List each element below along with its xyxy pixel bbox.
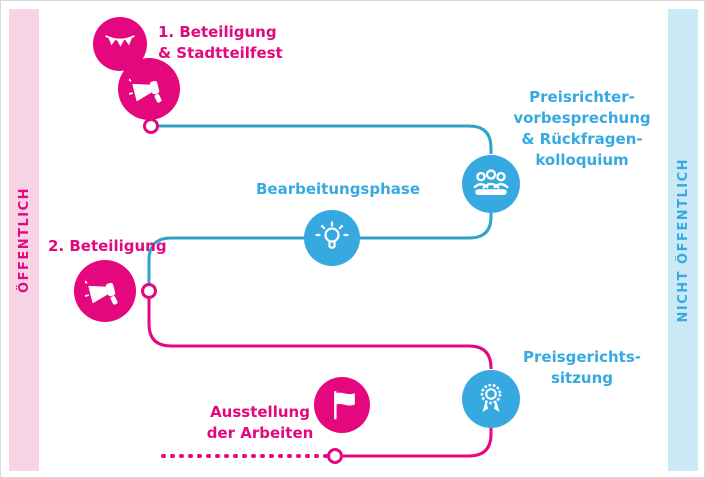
connector-dot-2	[141, 283, 157, 299]
node-ausstellung	[314, 377, 370, 433]
label-preisrichter: Preisrichter- vorbesprechung & Rückfrage…	[513, 88, 651, 169]
connector-dot-1	[143, 118, 159, 134]
connector-dot-3	[327, 448, 343, 464]
node-stadtteilfest	[93, 17, 147, 71]
flow-segment-4	[343, 428, 493, 458]
node-beteiligung-2	[74, 260, 136, 322]
jury-people-icon	[473, 169, 509, 196]
award-medal-icon	[480, 383, 502, 412]
non-public-band: NICHT ÖFFENTLICH	[668, 9, 698, 471]
node-bearbeitungsphase	[304, 210, 360, 266]
label-beteiligung-1: 1. Beteiligung & Stadtteilfest	[158, 23, 283, 62]
label-beteiligung-2: 2. Beteiligung	[48, 237, 167, 255]
flag-icon	[334, 390, 355, 420]
flow-segment-1	[158, 124, 493, 154]
label-bearbeitungsphase: Bearbeitungsphase	[255, 180, 420, 198]
label-ausstellung: Ausstellung der Arbeiten	[206, 403, 314, 442]
bunting-icon	[105, 35, 135, 47]
node-beteiligung-1	[118, 58, 180, 120]
megaphone-icon	[85, 279, 118, 305]
flow-segment-3	[147, 299, 493, 369]
lightbulb-icon	[315, 221, 349, 249]
label-preisgericht: Preisgerichts- sitzung	[523, 348, 641, 387]
node-preisrichter	[462, 155, 520, 213]
public-band: ÖFFENTLICH	[9, 9, 39, 471]
megaphone-icon	[129, 77, 162, 103]
node-preisgericht	[462, 370, 520, 428]
